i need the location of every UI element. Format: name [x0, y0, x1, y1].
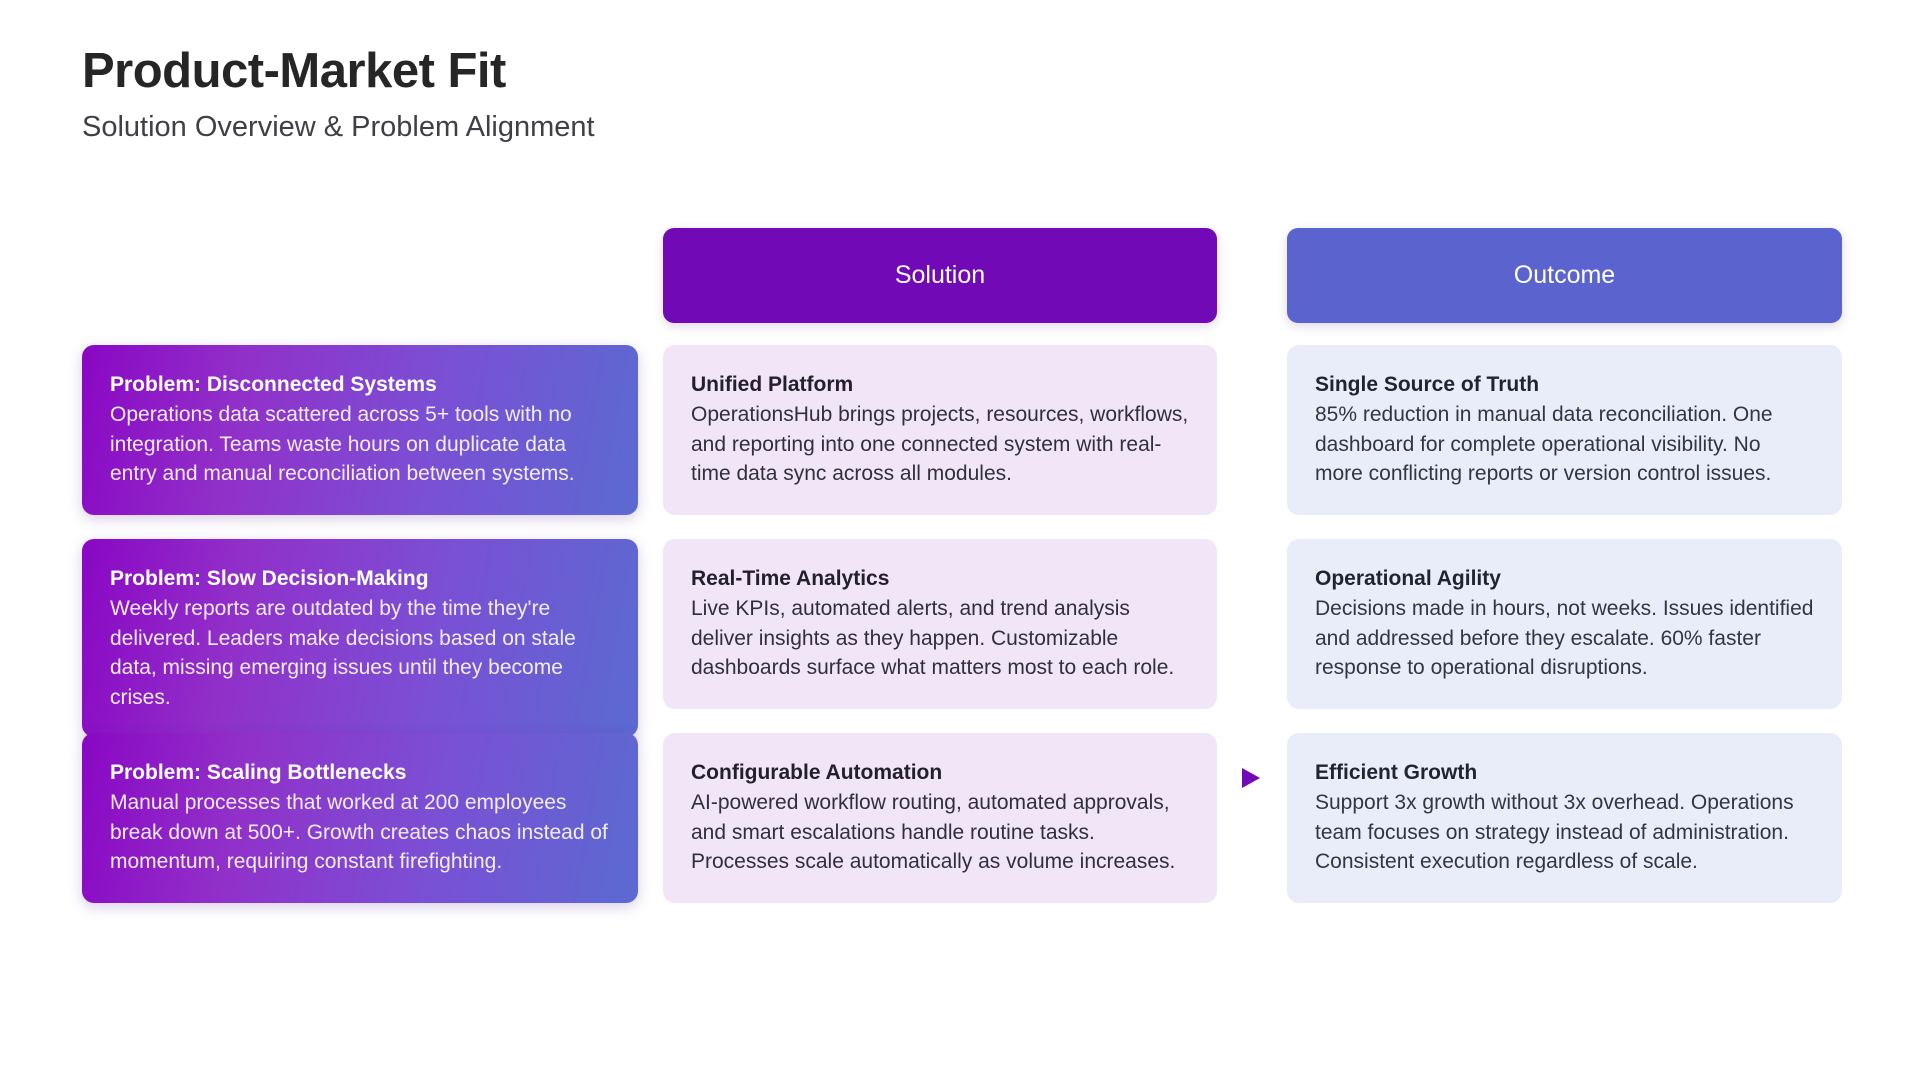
- problem-card-title: Problem: Slow Decision-Making: [110, 567, 429, 590]
- column-header-outcome: Outcome: [1287, 228, 1842, 323]
- outcome-card-title: Efficient Growth: [1315, 761, 1478, 784]
- column-header-outcome-label: Outcome: [1513, 261, 1616, 289]
- outcome-card-title: Single Source of Truth: [1315, 373, 1540, 396]
- problem-card-body: Weekly reports are outdated by the time …: [110, 596, 576, 710]
- solution-card[interactable]: Real-Time Analytics Live KPIs, automated…: [663, 539, 1217, 709]
- problem-card-body: Operations data scattered across 5+ tool…: [110, 402, 575, 486]
- triangle-right-icon: [1239, 765, 1263, 791]
- solution-card[interactable]: Unified Platform OperationsHub brings pr…: [663, 345, 1217, 515]
- outcome-card[interactable]: Operational Agility Decisions made in ho…: [1287, 539, 1842, 709]
- problem-card-title: Problem: Disconnected Systems: [110, 373, 437, 396]
- problem-card-title: Problem: Scaling Bottlenecks: [110, 761, 407, 784]
- outcome-card[interactable]: Single Source of Truth 85% reduction in …: [1287, 345, 1842, 515]
- problem-card[interactable]: Problem: Slow Decision-Making Weekly rep…: [82, 539, 638, 737]
- outcome-card-title: Operational Agility: [1315, 567, 1501, 590]
- column-header-solution-label: Solution: [894, 261, 986, 289]
- solution-card[interactable]: Configurable Automation AI-powered workf…: [663, 733, 1217, 903]
- outcome-card-body: 85% reduction in manual data reconciliat…: [1315, 402, 1773, 486]
- solution-card-title: Configurable Automation: [691, 761, 943, 784]
- outcome-card-body: Decisions made in hours, not weeks. Issu…: [1315, 596, 1814, 680]
- outcome-card[interactable]: Efficient Growth Support 3x growth witho…: [1287, 733, 1842, 903]
- problem-card-body: Manual processes that worked at 200 empl…: [110, 790, 608, 874]
- solution-card-title: Unified Platform: [691, 373, 854, 396]
- problem-card[interactable]: Problem: Disconnected Systems Operations…: [82, 345, 638, 515]
- column-header-solution: Solution: [663, 228, 1217, 323]
- page-title: Product-Market Fit: [82, 44, 506, 98]
- page-subtitle: Solution Overview & Problem Alignment: [82, 110, 595, 143]
- problem-card[interactable]: Problem: Scaling Bottlenecks Manual proc…: [82, 733, 638, 903]
- solution-card-body: Live KPIs, automated alerts, and trend a…: [691, 596, 1175, 680]
- solution-card-body: OperationsHub brings projects, resources…: [691, 402, 1189, 486]
- page-header: Product-Market Fit Solution Overview & P…: [82, 44, 1482, 145]
- solution-card-title: Real-Time Analytics: [691, 567, 890, 590]
- solution-card-body: AI-powered workflow routing, automated a…: [691, 790, 1176, 874]
- outcome-card-body: Support 3x growth without 3x overhead. O…: [1315, 790, 1794, 874]
